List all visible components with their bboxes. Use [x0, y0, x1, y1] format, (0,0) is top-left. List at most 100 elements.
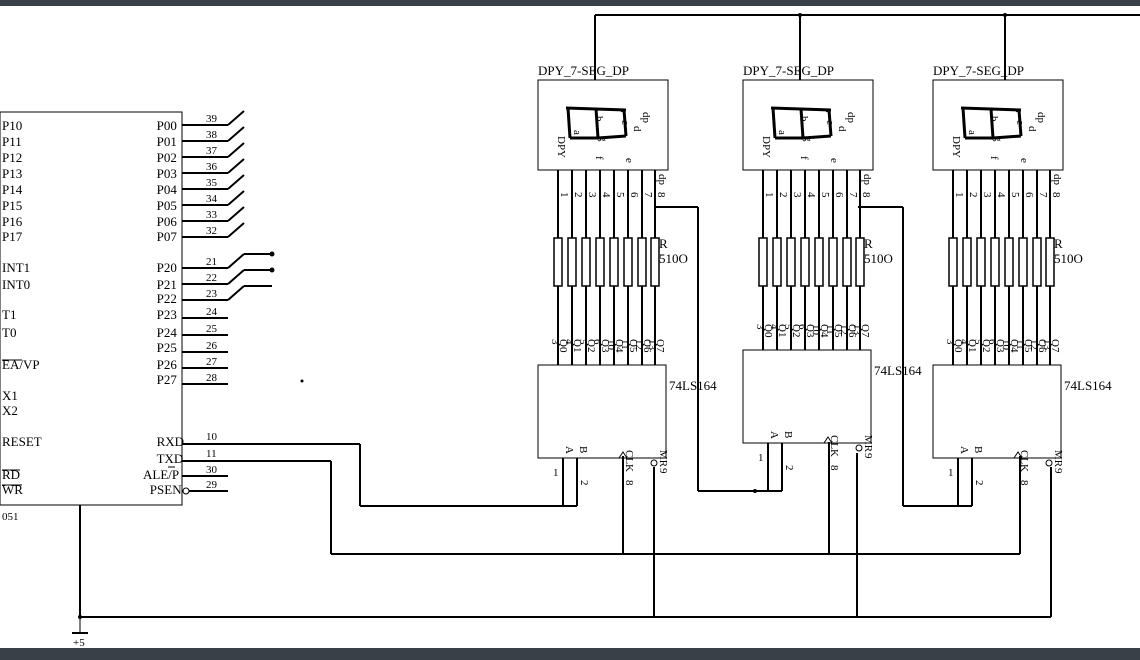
- segment-label-dp: dp: [1035, 112, 1047, 124]
- segment-label-b: b: [988, 116, 1000, 122]
- segment-label-c: c: [619, 120, 631, 125]
- mcu-pin-number: 39: [206, 113, 218, 125]
- shift-output-pin: 5: [577, 339, 589, 345]
- segment-label-g: g: [802, 136, 814, 142]
- display-pin-number: 5: [1009, 192, 1021, 198]
- display-device-text: DPY: [555, 136, 567, 158]
- shift-output-pin: 13: [851, 324, 863, 336]
- display-device-text: DPY: [760, 136, 772, 158]
- segment-label-a: a: [776, 130, 788, 135]
- mcu-pin-label-left: P14: [2, 182, 23, 197]
- segment-label-e: e: [623, 158, 635, 163]
- segment-label-f: f: [798, 156, 810, 160]
- shift-output-label: Q7: [1049, 339, 1061, 353]
- mcu-pin-label-left: P16: [2, 214, 23, 229]
- clk-label: CLK: [623, 450, 635, 472]
- mcu-pin-number: 22: [206, 272, 217, 284]
- input-pin-2: 2: [783, 465, 795, 471]
- mcu-pin-label-left: P13: [2, 166, 22, 181]
- display-pin-number: 1: [953, 192, 965, 198]
- clk-label: CLK: [1018, 450, 1030, 472]
- shift-output-pin: 6: [796, 324, 808, 330]
- shift-register-name: 74LS164: [669, 378, 717, 393]
- mcu-pin-number: 21: [206, 256, 217, 268]
- mcu-pin-number: 30: [206, 464, 218, 476]
- mcu-pin-label-left: X1: [2, 388, 18, 403]
- resistor-ref: R: [659, 236, 668, 251]
- display-pin-number: 8: [1050, 192, 1062, 198]
- mcu-pin-label-right: P23: [157, 307, 177, 322]
- mcu-pin-label-right: P05: [157, 198, 177, 213]
- resistor: [1032, 237, 1042, 287]
- seven-segment-display: [742, 79, 874, 171]
- input-pin-1: 1: [553, 467, 559, 479]
- display-pin-number: 8: [655, 192, 667, 198]
- resistor: [553, 237, 563, 287]
- display-dp-pin-label: dp: [1051, 174, 1063, 186]
- shift-output-label: Q0: [952, 339, 964, 353]
- shift-register-name: 74LS164: [874, 363, 922, 378]
- resistor: [581, 237, 591, 287]
- shift-output-pin: 3: [754, 324, 766, 330]
- shift-output-label: Q7: [654, 339, 666, 353]
- mcu-body: [0, 111, 183, 506]
- mcu-pin-label-right: TXD: [157, 451, 184, 466]
- display-pin-number: 6: [628, 192, 640, 198]
- display-pin-number: 7: [847, 192, 859, 198]
- segment-label-dp: dp: [640, 112, 652, 124]
- display-pin-number: 1: [763, 192, 775, 198]
- segment-label-c: c: [824, 120, 836, 125]
- resistor: [772, 237, 782, 287]
- mcu-pin-number: 34: [206, 193, 218, 205]
- input-pin-1: 1: [948, 467, 954, 479]
- shift-output-label: Q0: [557, 339, 569, 353]
- resistor: [828, 237, 838, 287]
- mcu-pin-label-left: T1: [2, 307, 16, 322]
- display-pin-number: 2: [967, 192, 979, 198]
- mcu-pin-label-right: P21: [157, 277, 177, 292]
- power-label: +5: [73, 637, 85, 648]
- mcu-pin-label-right: P02: [157, 150, 177, 165]
- mcu-pin-label-right: RXD: [157, 434, 184, 449]
- shift-output-label: Q2: [585, 339, 597, 352]
- display-dp-pin-label: dp: [861, 174, 873, 186]
- mcu-pin-number: 38: [206, 129, 218, 141]
- mcu-pin-label-left: P12: [2, 150, 22, 165]
- display-pin-number: 3: [791, 192, 803, 198]
- resistor: [650, 237, 660, 287]
- mr-pin: 9: [657, 468, 669, 474]
- mr-label: MR: [657, 450, 669, 468]
- display-stages: DPY_7-SEG_DPagfbcdedpDPY13Q024Q135Q246Q3…: [537, 63, 1112, 507]
- shift-output-label: Q6: [641, 339, 653, 353]
- display-name: DPY_7-SEG_DP: [743, 63, 834, 78]
- mcu-pin-label-left: INT1: [2, 260, 30, 275]
- shift-output-label: Q4: [1008, 339, 1020, 353]
- shift-output-pin: 13: [646, 339, 658, 351]
- mcu-pin-group: P10P11P12P13P14P15P16P17INT1INT0T1T0EA/V…: [2, 113, 228, 497]
- resistor: [990, 237, 1000, 287]
- resistor: [623, 237, 633, 287]
- display-pin-number: 2: [572, 192, 584, 198]
- shift-output-pin: 6: [591, 339, 603, 345]
- mcu-pin-label-right: P04: [157, 182, 178, 197]
- mcu-pin-number: 35: [206, 177, 218, 189]
- mcu-pin-number: 33: [206, 209, 218, 221]
- shift-output-pin: 10: [605, 339, 617, 351]
- shift-output-label: Q5: [832, 324, 844, 338]
- shift-output-pin: 3: [944, 339, 956, 345]
- segment-label-d: d: [631, 126, 643, 132]
- clk-pin: 8: [623, 480, 635, 486]
- mr-pin: 9: [862, 453, 874, 459]
- segment-label-e: e: [1018, 158, 1030, 163]
- display-name: DPY_7-SEG_DP: [538, 63, 629, 78]
- input-pin-2: 2: [578, 480, 590, 486]
- input-label-b: B: [577, 446, 589, 453]
- resistor: [962, 237, 972, 287]
- shift-output-pin: 5: [972, 339, 984, 345]
- mcu-pin-number: 28: [206, 372, 218, 384]
- mcu-pin-number: 37: [206, 145, 218, 157]
- shift-output-label: Q4: [613, 339, 625, 353]
- mcu-pin-label-right: P26: [157, 357, 178, 372]
- shift-output-label: Q2: [980, 339, 992, 352]
